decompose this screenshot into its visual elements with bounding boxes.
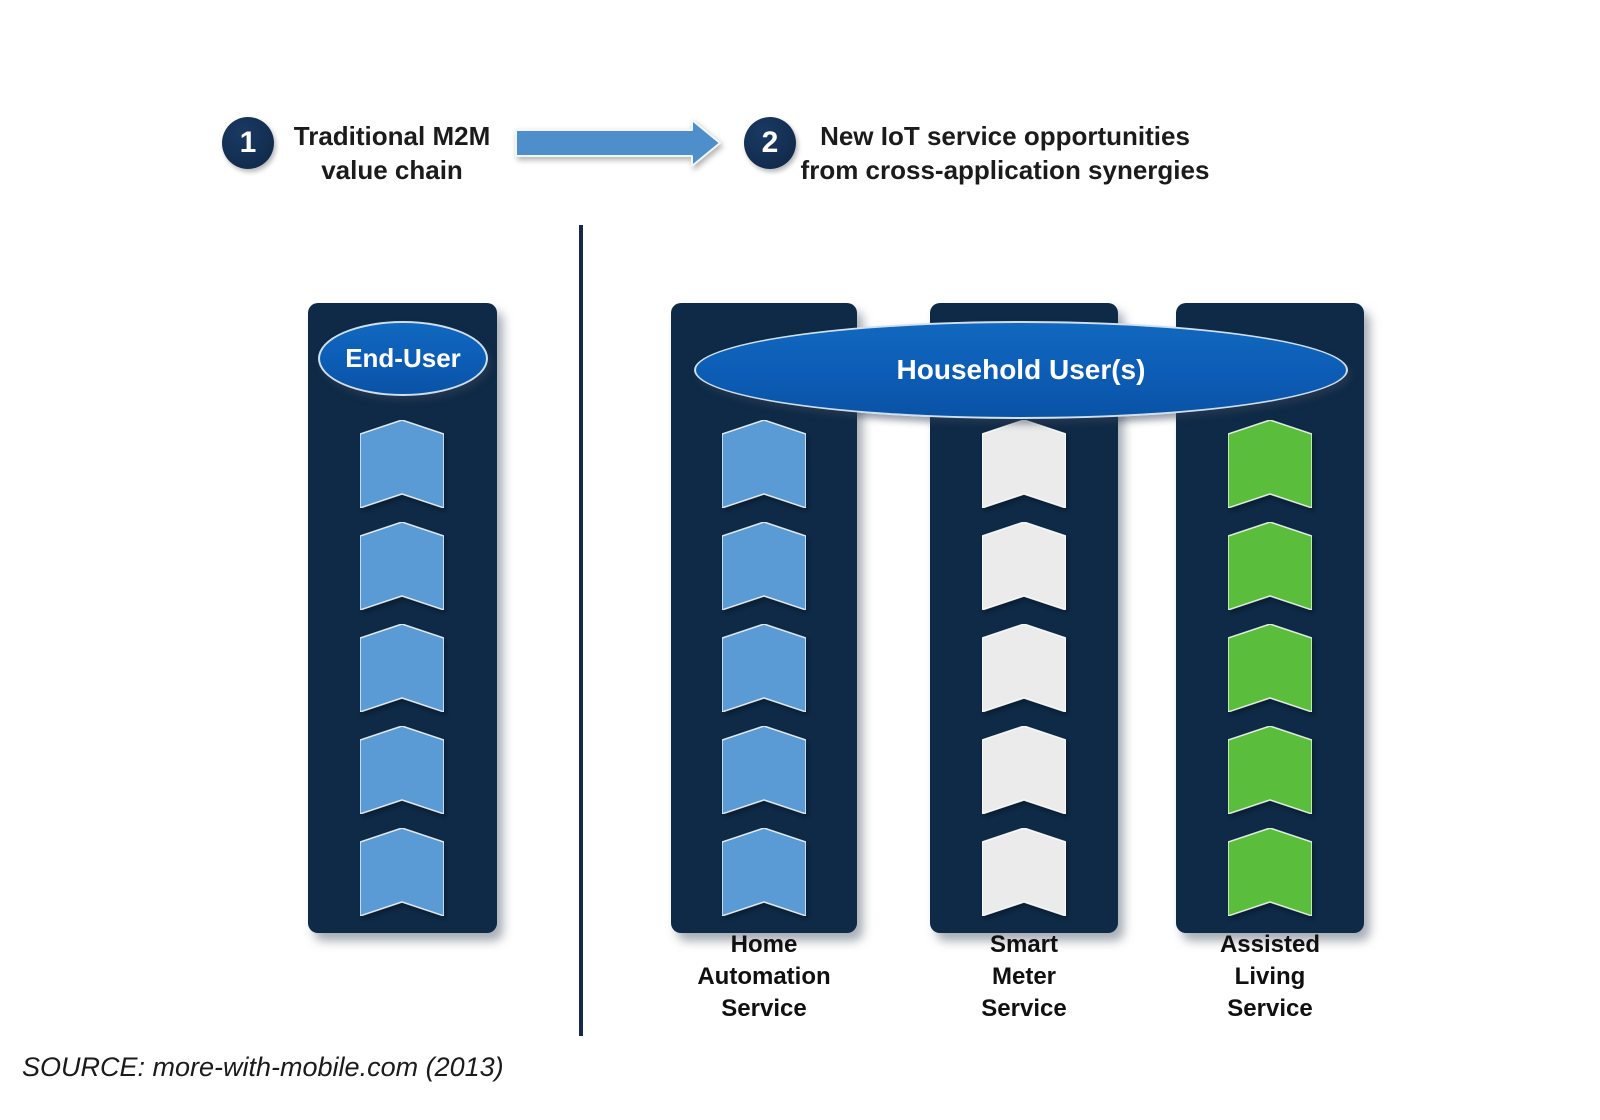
chevron-up-icon xyxy=(722,624,806,712)
source-note: SOURCE: more-with-mobile.com (2013) xyxy=(22,1052,504,1082)
step1-title-line2: value chain xyxy=(321,155,463,185)
chevron-up-icon xyxy=(1228,420,1312,508)
step2-title-line2: from cross-application synergies xyxy=(800,155,1210,185)
step1-title-line1: Traditional M2M xyxy=(293,121,491,151)
step2-title-line1: New IoT service opportunities xyxy=(820,121,1190,151)
chevron-up-icon xyxy=(360,624,444,712)
chevron-up-icon xyxy=(982,828,1066,916)
right-arrow-icon xyxy=(515,119,721,167)
step2-title: New IoT service opportunities from cross… xyxy=(790,119,1220,187)
end-user-ellipse: End-User xyxy=(318,321,488,396)
step1-number-badge: 1 xyxy=(222,117,274,169)
chevron-up-icon xyxy=(982,522,1066,610)
label-line: Smart xyxy=(989,931,1059,958)
label-line: Service xyxy=(1227,995,1313,1022)
label-line: Meter xyxy=(991,963,1057,990)
chevron-up-icon xyxy=(360,828,444,916)
assisted-living-service-label: Assisted Living Service xyxy=(1170,929,1370,1025)
chevron-up-icon xyxy=(1228,726,1312,814)
household-users-label: Household User(s) xyxy=(896,354,1146,385)
value-chain-chevron-stack xyxy=(360,420,444,916)
label-line: Service xyxy=(981,995,1067,1022)
chevron-up-icon xyxy=(1228,624,1312,712)
assisted-living-chevron-stack xyxy=(1228,420,1312,916)
chevron-up-icon xyxy=(1228,522,1312,610)
end-user-label: End-User xyxy=(345,343,461,373)
step1-title: Traditional M2M value chain xyxy=(270,119,514,187)
home-automation-chevron-stack xyxy=(722,420,806,916)
chevron-up-icon xyxy=(360,726,444,814)
label-line: Service xyxy=(721,995,807,1022)
chevron-up-icon xyxy=(982,420,1066,508)
chevron-up-icon xyxy=(722,522,806,610)
label-line: Assisted xyxy=(1219,931,1321,958)
chevron-up-icon xyxy=(722,420,806,508)
home-automation-service-label: Home Automation Service xyxy=(664,929,864,1025)
label-line: Automation xyxy=(697,963,831,990)
label-line: Home xyxy=(730,931,798,958)
chevron-up-icon xyxy=(360,522,444,610)
chevron-up-icon xyxy=(982,726,1066,814)
chevron-up-icon xyxy=(1228,828,1312,916)
chevron-up-icon xyxy=(722,726,806,814)
chevron-up-icon xyxy=(982,624,1066,712)
smart-meter-chevron-stack xyxy=(982,420,1066,916)
step2-number-badge: 2 xyxy=(744,117,796,169)
smart-meter-service-label: Smart Meter Service xyxy=(924,929,1124,1025)
household-users-ellipse: Household User(s) xyxy=(694,321,1348,419)
section-divider-line xyxy=(579,225,583,1036)
label-line: Living xyxy=(1234,963,1306,990)
chevron-up-icon xyxy=(722,828,806,916)
chevron-up-icon xyxy=(360,420,444,508)
